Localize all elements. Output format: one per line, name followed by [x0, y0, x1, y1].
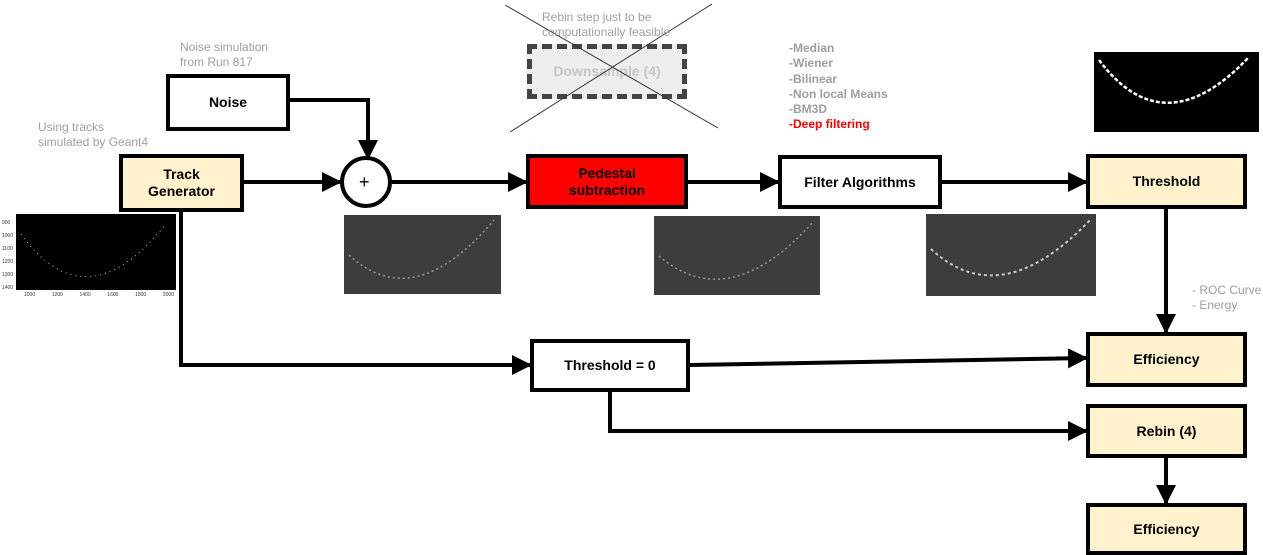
- filter-item: -Bilinear: [789, 71, 838, 86]
- filter-algorithms-box: Filter Algorithms: [778, 155, 942, 209]
- filter-item: -Wiener: [789, 56, 833, 71]
- arrow-noise-to-sum: [290, 98, 378, 160]
- pedestal-subtraction-box: Pedestal subtraction: [526, 154, 688, 209]
- outputs-note: - ROC Curve - Energy: [1192, 283, 1262, 312]
- thresholded-track-curve: [1097, 56, 1250, 104]
- track-image-plot: [16, 214, 176, 290]
- noisy-track-curve: [348, 219, 495, 279]
- noisy-image-plot: [344, 215, 501, 294]
- efficiency-rebinned-box: Efficiency: [1086, 503, 1247, 555]
- track-generator-box: Track Generator: [119, 154, 244, 212]
- filter-item-deep: -Deep filtering: [789, 117, 870, 132]
- threshold-zero-box: Threshold = 0: [530, 339, 690, 392]
- track-curve: [20, 223, 167, 278]
- thresholded-image-plot: [1094, 52, 1259, 132]
- pedestal-track-curve: [658, 220, 815, 280]
- cross-line-2: [509, 3, 713, 133]
- sum-node: [340, 156, 392, 208]
- efficiency-box: Efficiency: [1086, 332, 1247, 387]
- downsample-box-disabled: Downsample (4): [527, 44, 687, 99]
- filter-algorithm-list: -Median -Wiener -Bilinear -Non local Mea…: [789, 41, 888, 133]
- pedestal-subtracted-plot: [654, 216, 820, 295]
- rebin-box: Rebin (4): [1086, 404, 1247, 458]
- filter-item: -Non local Means: [789, 86, 888, 101]
- arrow-threshold-zero-to-rebin: [608, 392, 1088, 441]
- filtered-image-plot: [926, 214, 1096, 296]
- rebin-step-note: Rebin step just to be computationally fe…: [542, 10, 671, 39]
- noise-box: Noise: [166, 74, 290, 131]
- filter-item: -BM3D: [789, 102, 827, 117]
- sum-symbol: +: [359, 172, 370, 192]
- filter-item: -Median: [789, 41, 835, 55]
- filtered-track-curve: [930, 218, 1092, 277]
- arrow-track-to-threshold-zero: [179, 212, 532, 375]
- track-plot-y-ticks: 900 1000 1100 1200 1300 1400: [2, 220, 14, 291]
- track-plot-x-ticks: 1000 1200 1400 1600 1800 2000: [24, 292, 174, 298]
- threshold-box: Threshold: [1086, 154, 1247, 209]
- noise-simulation-note: Noise simulation from Run 817: [180, 40, 269, 69]
- tracks-simulation-note: Using tracks simulated by Geant4: [38, 120, 149, 149]
- arrow-threshold-zero-to-efficiency: [689, 348, 1088, 369]
- cross-line-1: [504, 4, 719, 129]
